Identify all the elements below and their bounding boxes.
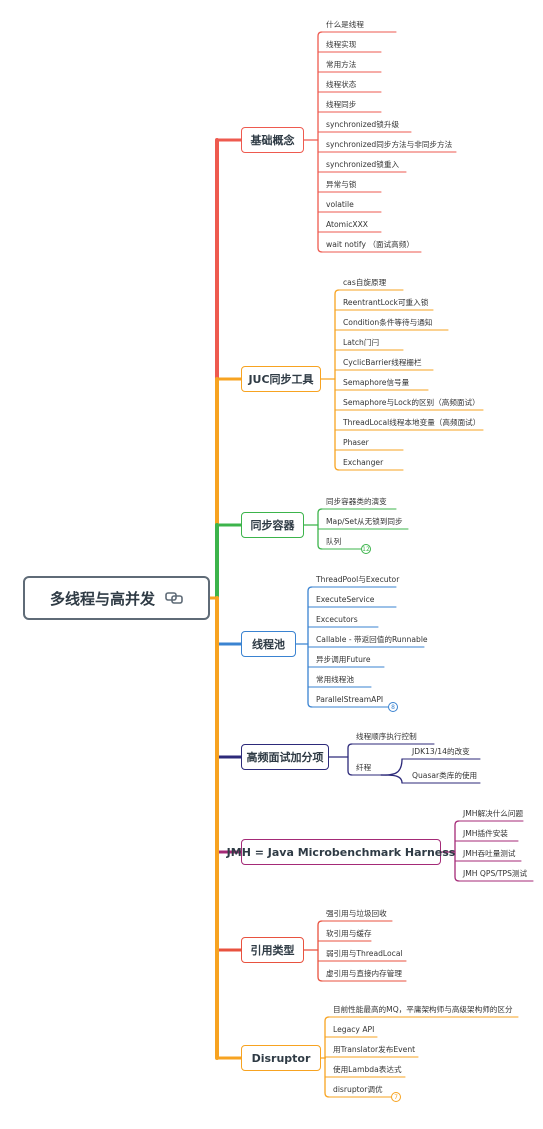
connector-line [380, 758, 403, 776]
connector-line [347, 743, 353, 776]
topic-refs-3[interactable]: 虚引用与直接内存管理 [326, 969, 402, 978]
topic-jmh-1[interactable]: JMH插件安装 [463, 829, 508, 838]
topic-disruptor-2[interactable]: 用Translator发布Event [333, 1045, 416, 1054]
root-node[interactable]: 多线程与高并发 [23, 576, 210, 620]
topic-jmh-0[interactable]: JMH解决什么问题 [463, 809, 524, 818]
subtopic-faq-1[interactable]: Quasar类库的使用 [412, 771, 478, 780]
branch-disruptor[interactable]: Disruptor [241, 1045, 321, 1071]
topic-juc-4[interactable]: CyclicBarrier线程栅栏 [343, 358, 422, 367]
topic-juc-0[interactable]: cas自旋原理 [343, 278, 387, 287]
connector-line [317, 508, 323, 550]
topic-disruptor-3[interactable]: 使用Lambda表达式 [333, 1065, 402, 1074]
topic-containers-1[interactable]: Map/Set从无锁到同步 [326, 517, 403, 526]
branch-basics[interactable]: 基础概念 [241, 127, 304, 153]
branch-jmh[interactable]: JMH = Java Microbenchmark Harness [227, 839, 455, 865]
connector-line [380, 774, 403, 784]
topic-jmh-2[interactable]: JMH吞吐量测试 [463, 849, 516, 858]
topic-pool-6[interactable]: ParallelStreamAPI [316, 695, 384, 704]
collapsed-count-badge[interactable]: 8 [388, 702, 398, 712]
topic-pool-0[interactable]: ThreadPool与Executor [316, 575, 400, 584]
topic-basics-9[interactable]: volatile [326, 200, 354, 209]
topic-refs-2[interactable]: 弱引用与ThreadLocal [326, 949, 403, 958]
topic-juc-6[interactable]: Semaphore与Lock的区别（高频面试） [343, 398, 480, 407]
topic-containers-2[interactable]: 队列 [326, 537, 342, 546]
connector-line [307, 586, 313, 708]
connector-line [334, 289, 340, 471]
topic-pool-5[interactable]: 常用线程池 [316, 675, 354, 684]
topic-pool-2[interactable]: Excecutors [316, 615, 358, 624]
branch-pool[interactable]: 线程池 [241, 631, 296, 657]
topic-faq-0[interactable]: 线程顺序执行控制 [356, 732, 417, 741]
link-icon [165, 592, 183, 604]
connector-line [324, 1016, 330, 1098]
topic-pool-4[interactable]: 异步调用Future [316, 655, 371, 664]
connector-line [317, 31, 323, 253]
branch-containers[interactable]: 同步容器 [241, 512, 304, 538]
topic-basics-10[interactable]: AtomicXXX [326, 220, 368, 229]
branch-faq[interactable]: 高频面试加分项 [241, 744, 329, 770]
topic-basics-0[interactable]: 什么是线程 [326, 20, 364, 29]
connector-line [317, 920, 323, 982]
connector-line [454, 820, 460, 882]
topic-disruptor-0[interactable]: 目前性能最高的MQ，平庸架构师与高级架构师的区分 [333, 1005, 513, 1014]
topic-juc-9[interactable]: Exchanger [343, 458, 384, 467]
topic-basics-5[interactable]: synchronized锁升级 [326, 120, 400, 129]
topic-juc-3[interactable]: Latch门闩 [343, 338, 380, 347]
subtopic-faq-0[interactable]: JDK13/14的改变 [412, 747, 470, 756]
topic-juc-7[interactable]: ThreadLocal线程本地变量（高频面试） [343, 418, 481, 427]
topic-basics-7[interactable]: synchronized锁重入 [326, 160, 400, 169]
branch-refs[interactable]: 引用类型 [241, 937, 304, 963]
topic-juc-2[interactable]: Condition条件等待与通知 [343, 318, 433, 327]
topic-jmh-3[interactable]: JMH QPS/TPS测试 [463, 869, 528, 878]
topic-basics-8[interactable]: 异常与锁 [326, 180, 357, 189]
topic-juc-5[interactable]: Semaphore信号量 [343, 378, 410, 387]
topic-basics-2[interactable]: 常用方法 [326, 60, 357, 69]
collapsed-count-badge[interactable]: 12 [361, 544, 371, 554]
topic-basics-6[interactable]: synchronized同步方法与非同步方法 [326, 140, 453, 149]
collapsed-count-badge[interactable]: 7 [391, 1092, 401, 1102]
topic-refs-1[interactable]: 软引用与缓存 [326, 929, 372, 938]
root-title: 多线程与高并发 [49, 589, 155, 608]
topic-basics-1[interactable]: 线程实现 [326, 40, 357, 49]
topic-refs-0[interactable]: 强引用与垃圾回收 [326, 909, 387, 918]
topic-basics-4[interactable]: 线程同步 [326, 100, 357, 109]
branch-juc[interactable]: JUC同步工具 [241, 366, 321, 392]
topic-juc-8[interactable]: Phaser [343, 438, 369, 447]
topic-disruptor-4[interactable]: disruptor调优 [333, 1085, 383, 1094]
topic-containers-0[interactable]: 同步容器类的演变 [326, 497, 387, 506]
topic-basics-11[interactable]: wait notify （面试高频） [326, 240, 414, 249]
topic-juc-1[interactable]: ReentrantLock可重入锁 [343, 298, 429, 307]
topic-basics-3[interactable]: 线程状态 [326, 80, 357, 89]
topic-disruptor-1[interactable]: Legacy API [333, 1025, 375, 1034]
topic-pool-3[interactable]: Callable - 带返回值的Runnable [316, 635, 428, 644]
topic-faq-1[interactable]: 纤程 [356, 763, 372, 772]
topic-pool-1[interactable]: ExecuteService [316, 595, 375, 604]
